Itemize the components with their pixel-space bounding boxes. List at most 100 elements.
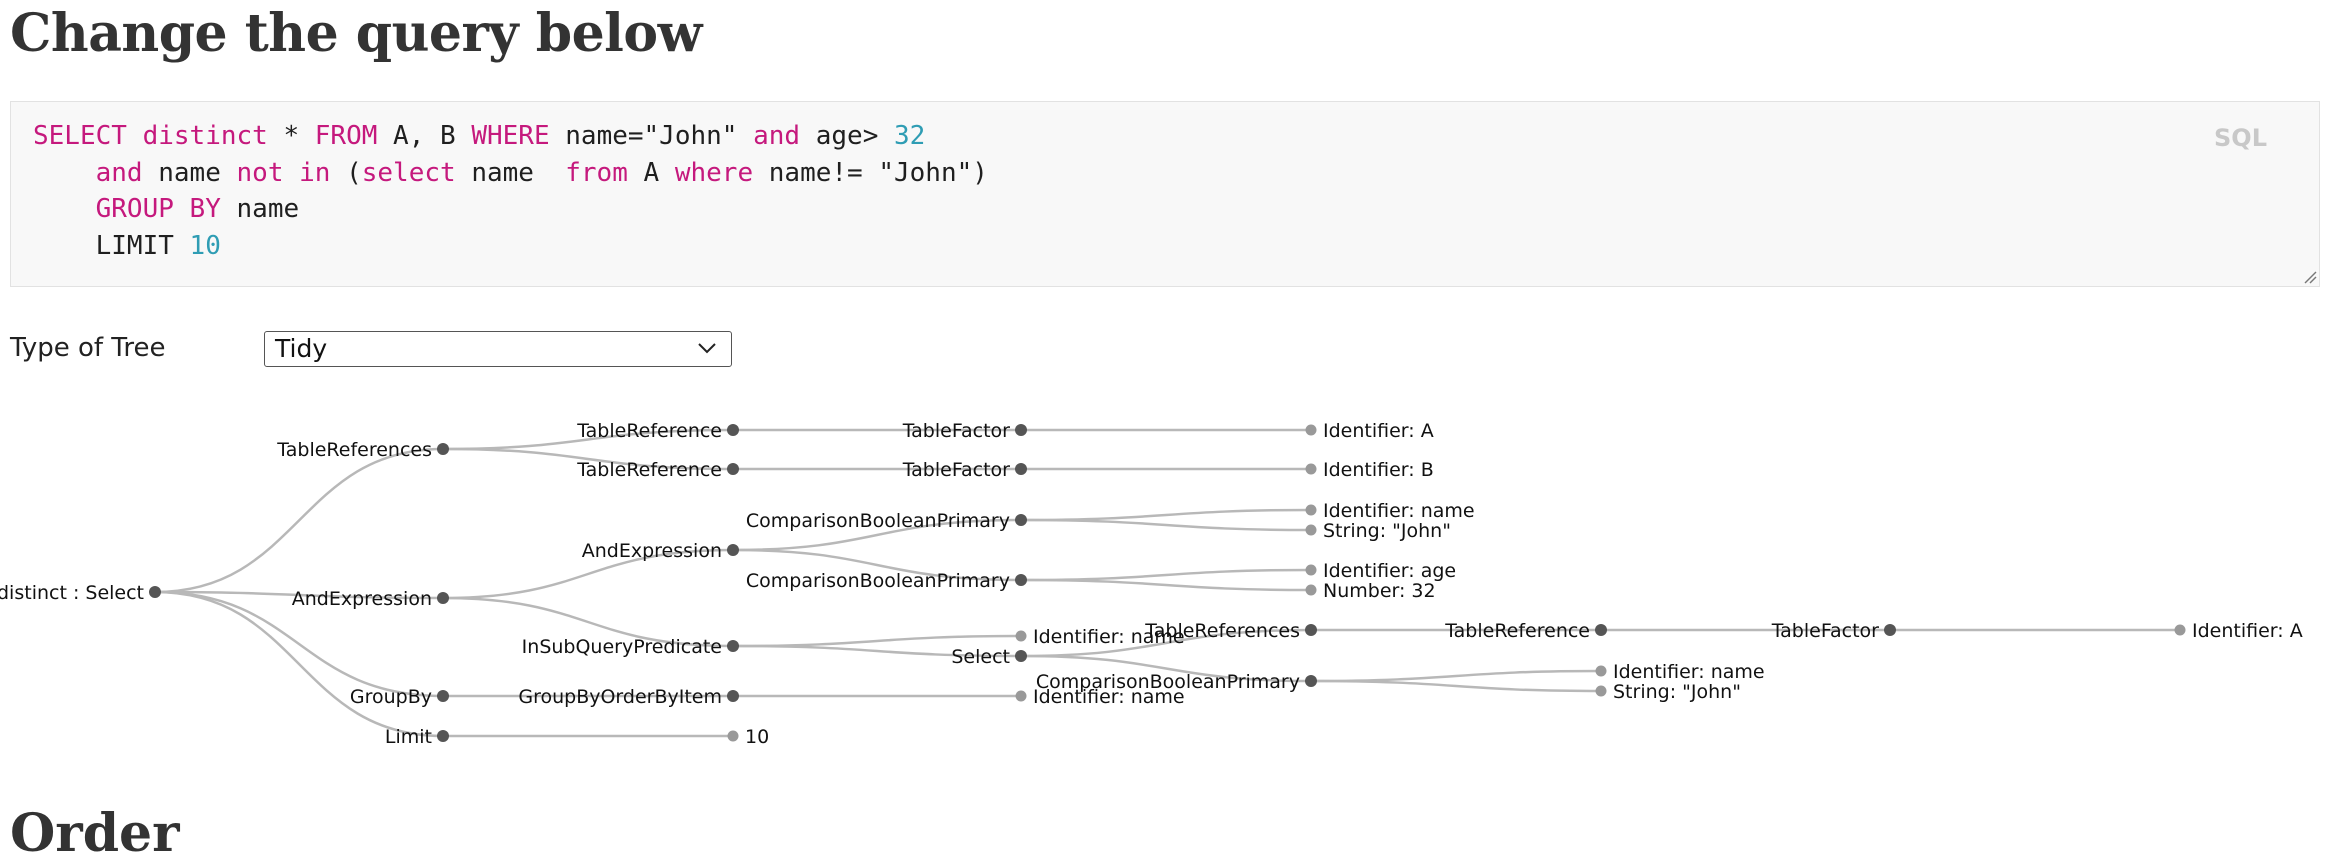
tree-node[interactable]: TableReferences: [276, 439, 449, 461]
tree-node[interactable]: Identifier: age: [1305, 560, 1457, 582]
tree-node-label: InSubQueryPredicate: [522, 636, 722, 658]
leaf-node-dot[interactable]: [1305, 564, 1317, 576]
sql-number: 32: [894, 121, 926, 151]
language-badge: SQL: [2214, 124, 2267, 152]
sql-token: name: [142, 157, 237, 188]
tree-node-label: TableReferences: [1144, 620, 1300, 642]
internal-node-dot[interactable]: [727, 424, 739, 436]
tree-node[interactable]: Select: [951, 646, 1027, 668]
tree-node[interactable]: TableReference: [1444, 620, 1607, 642]
internal-node-dot[interactable]: [1015, 463, 1027, 475]
internal-node-dot[interactable]: [727, 463, 739, 475]
tree-node[interactable]: GroupBy: [350, 686, 449, 708]
sql-token: A: [627, 157, 675, 188]
sql-code[interactable]: SELECT distinct * FROM A, B WHERE name="…: [33, 118, 988, 264]
tree-node[interactable]: ComparisonBooleanPrimary: [746, 510, 1027, 532]
sql-number: 10: [189, 230, 221, 261]
leaf-node-dot[interactable]: [1015, 690, 1027, 702]
tree-link: [154, 447, 444, 594]
tree-node[interactable]: GroupByOrderByItem: [518, 686, 739, 708]
sql-keyword: not in: [236, 157, 331, 188]
leaf-node-dot[interactable]: [1015, 630, 1027, 642]
tree-type-select[interactable]: Tidy: [264, 331, 732, 367]
tree-node[interactable]: Identifier: B: [1305, 459, 1434, 481]
tree-node[interactable]: AndExpression: [292, 588, 449, 610]
leaf-node-dot[interactable]: [1305, 424, 1317, 436]
sql-keyword: and: [753, 121, 801, 151]
tree-node[interactable]: AndExpression: [582, 540, 739, 562]
internal-node-dot[interactable]: [1015, 574, 1027, 586]
tree-node[interactable]: Identifier: name: [1305, 500, 1475, 522]
leaf-node-dot[interactable]: [1595, 685, 1607, 697]
tree-node[interactable]: TableReference: [576, 459, 739, 481]
internal-node-dot[interactable]: [727, 544, 739, 556]
tree-node[interactable]: Identifier: name: [1015, 626, 1185, 648]
sql-keyword: SELECT: [33, 121, 127, 151]
tree-node[interactable]: Identifier: name: [1015, 686, 1185, 708]
internal-node-dot[interactable]: [1015, 514, 1027, 526]
sql-keyword: from: [565, 157, 628, 188]
tree-node[interactable]: InSubQueryPredicate: [522, 636, 739, 658]
sql-keyword: WHERE: [471, 121, 550, 151]
sql-token: name: [220, 194, 300, 224]
tree-node[interactable]: TableFactor: [902, 420, 1027, 442]
tree-link: [1020, 508, 1312, 522]
tree-node[interactable]: Identifier: name: [1595, 661, 1765, 683]
tree-node[interactable]: Identifier: A: [1305, 420, 1434, 442]
internal-node-dot[interactable]: [727, 640, 739, 652]
internal-node-dot[interactable]: [1884, 624, 1896, 636]
tree-links: [154, 428, 2180, 738]
tree-node[interactable]: distinct : Select: [0, 582, 161, 604]
tree-node[interactable]: 10: [727, 726, 770, 748]
sql-keyword: where: [674, 157, 754, 188]
tree-node[interactable]: TableFactor: [1771, 620, 1896, 642]
internal-node-dot[interactable]: [1305, 624, 1317, 636]
tree-link: [154, 590, 444, 600]
tree-node-label: Limit: [385, 726, 432, 748]
internal-node-dot[interactable]: [727, 690, 739, 702]
tree-node[interactable]: Identifier: A: [2174, 620, 2303, 642]
internal-node-dot[interactable]: [149, 586, 161, 598]
tree-node-label: Identifier: A: [1323, 420, 1434, 442]
tree-link: [442, 447, 734, 471]
tree-node-label: Number: 32: [1323, 580, 1436, 602]
tree-type-selected-value: Tidy: [275, 334, 328, 363]
tree-node[interactable]: String: "John": [1595, 681, 1741, 703]
internal-node-dot[interactable]: [1595, 624, 1607, 636]
tree-node[interactable]: ComparisonBooleanPrimary: [1036, 671, 1317, 693]
leaf-node-dot[interactable]: [727, 730, 739, 742]
leaf-node-dot[interactable]: [1305, 584, 1317, 596]
internal-node-dot[interactable]: [437, 443, 449, 455]
tree-node[interactable]: ComparisonBooleanPrimary: [746, 570, 1027, 592]
internal-node-dot[interactable]: [1015, 424, 1027, 436]
tree-node-label: Identifier: name: [1033, 626, 1185, 648]
tree-node[interactable]: String: "John": [1305, 520, 1451, 542]
internal-node-dot[interactable]: [437, 592, 449, 604]
sql-token: name: [455, 157, 566, 188]
sql-keyword: and: [95, 157, 143, 188]
leaf-node-dot[interactable]: [1305, 524, 1317, 536]
tree-node[interactable]: TableFactor: [902, 459, 1027, 481]
internal-node-dot[interactable]: [1305, 675, 1317, 687]
sql-token: age>: [800, 121, 894, 151]
leaf-node-dot[interactable]: [1305, 463, 1317, 475]
leaf-node-dot[interactable]: [1305, 504, 1317, 516]
tree-node[interactable]: TableReference: [576, 420, 739, 442]
tree-link: [1310, 679, 1602, 693]
sql-query-editor[interactable]: SELECT distinct * FROM A, B WHERE name="…: [10, 101, 2320, 287]
leaf-node-dot[interactable]: [1595, 665, 1607, 677]
tree-node[interactable]: Number: 32: [1305, 580, 1436, 602]
tree-node-label: TableFactor: [902, 459, 1010, 481]
leaf-node-dot[interactable]: [2174, 624, 2186, 636]
tree-node[interactable]: TableReferences: [1144, 620, 1317, 642]
tree-link: [732, 634, 1022, 648]
code-line: LIMIT 10: [33, 231, 221, 261]
tree-type-label: Type of Tree: [10, 333, 166, 363]
internal-node-dot[interactable]: [1015, 650, 1027, 662]
internal-node-dot[interactable]: [437, 690, 449, 702]
internal-node-dot[interactable]: [437, 730, 449, 742]
resize-grip-icon[interactable]: [2303, 270, 2317, 284]
tree-node-label: Identifier: B: [1323, 459, 1434, 481]
tree-node[interactable]: Limit: [385, 726, 449, 748]
tree-node-label: GroupBy: [350, 686, 432, 708]
